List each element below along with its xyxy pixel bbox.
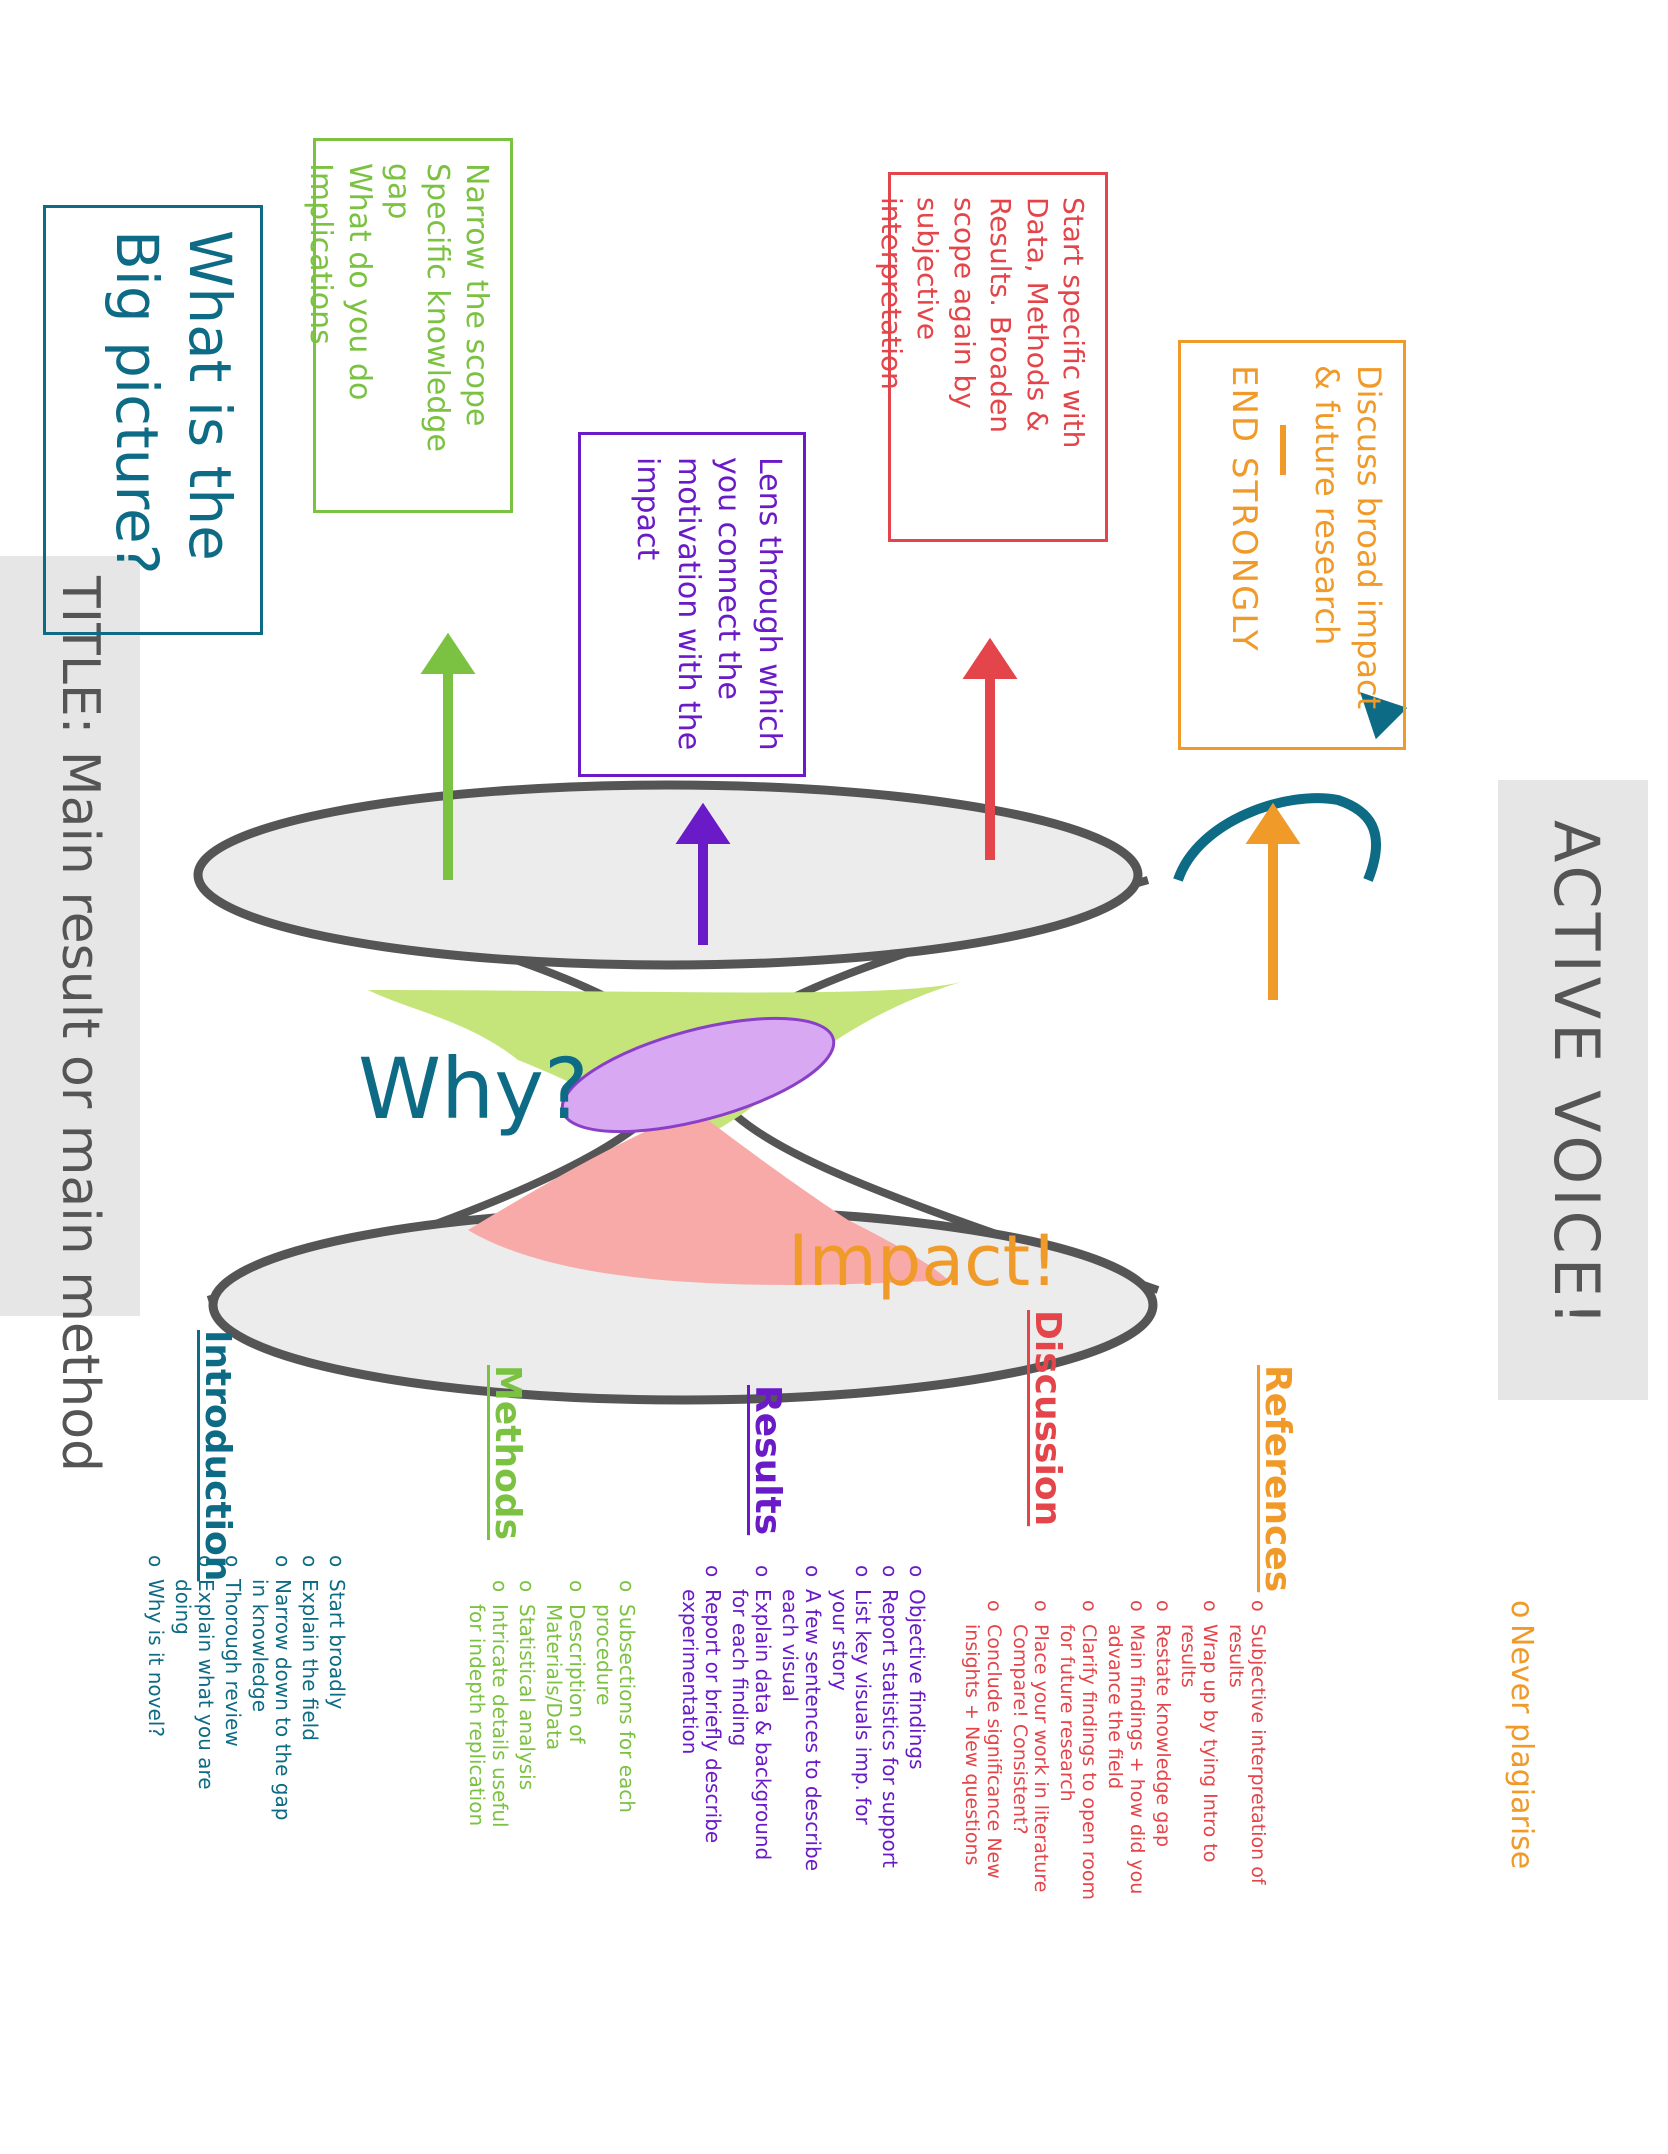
pink-blob [468,1116,948,1285]
list-item: Main findings + how did you advance the … [1103,1600,1148,1930]
teal-arrowhead [1360,692,1408,740]
list-item: Statistical analysis [515,1580,539,1860]
lens-box: Lens through which you connect the motiv… [578,432,806,777]
list-item: Explain the field [298,1555,322,1825]
narrow-scope-line-2: Specific knowledge gap [381,163,455,452]
list-item: Explain what you are doing [171,1555,218,1825]
references-heading: References [1257,1365,1298,1593]
narrow-scope-line-3: What do you do [342,163,377,401]
end-strongly-text: END STRONGLY [1223,365,1264,653]
list-item: Report statistics for support [878,1565,902,1875]
references-list: Never plagiarise [1500,1600,1539,1900]
start-specific-box: Start specific with Data, Methods & Resu… [875,172,1108,542]
purple-arrowhead [675,802,731,844]
narrow-scope-line-1: Narrow the scope [459,163,494,427]
impact-label: Impact! [788,1220,1059,1302]
list-item: A few sentences to describe each visual [778,1565,825,1875]
introduction-list: Start broadly Explain the field Narrow d… [140,1555,349,1825]
purple-neck-ellipse [560,1016,836,1134]
list-item: Why is it novel? [144,1555,168,1825]
list-item: Report or briefly describe experimentati… [678,1565,725,1875]
big-picture-box: What is the Big picture? [43,205,263,635]
list-item: List key visuals imp. for your story [828,1565,875,1875]
red-arrowhead [962,637,1018,679]
list-item: Explain data & background for each findi… [728,1565,775,1875]
list-item: Narrow down to the gap in knowledge [248,1555,295,1825]
list-item: Subsections for each procedure [592,1580,639,1860]
green-arrowhead [420,632,476,674]
list-item: Description of Materials/Data [542,1580,589,1860]
list-item: Objective findings [905,1565,929,1875]
methods-heading: Methods [487,1365,528,1541]
discussion-heading: Discussion [1027,1310,1068,1527]
list-item: Subjective interpretation of results [1224,1600,1269,1930]
list-item: Intricate details useful for indepth rep… [465,1580,512,1860]
results-list: Objective findings Report statistics for… [674,1565,929,1875]
teal-arrow [1173,793,1382,882]
list-item: Never plagiarise [1504,1600,1539,1900]
list-item: Place your work in literature Compare! C… [1008,1600,1053,1930]
discuss-text: Discuss broad impact & future research [1308,365,1388,710]
list-item: Thorough review [221,1555,245,1825]
orange-arrowhead [1245,802,1301,844]
discussion-list: Subjective interpretation of results Wra… [956,1600,1269,1930]
list-item: Start broadly [325,1555,349,1825]
why-label: Why? [358,1040,589,1138]
list-item: Clarify findings to open room for future… [1055,1600,1100,1930]
introduction-heading: Introduction [197,1330,238,1582]
methods-list: Subsections for each procedure Descripti… [461,1580,639,1860]
list-item: Conclude significance New insights + New… [960,1600,1005,1930]
narrow-scope-line-4: Implications [303,163,338,345]
discuss-box: Discuss broad impact & future research E… [1178,340,1406,750]
discuss-divider [1279,425,1286,475]
results-heading: Results [747,1385,788,1536]
narrow-scope-box: Narrow the scope Specific knowledge gap … [303,138,513,513]
why-ellipse [193,780,1143,970]
list-item: Wrap up by tying Intro to results [1177,1600,1221,1930]
list-item: Restate knowledge gap [1151,1600,1174,1930]
